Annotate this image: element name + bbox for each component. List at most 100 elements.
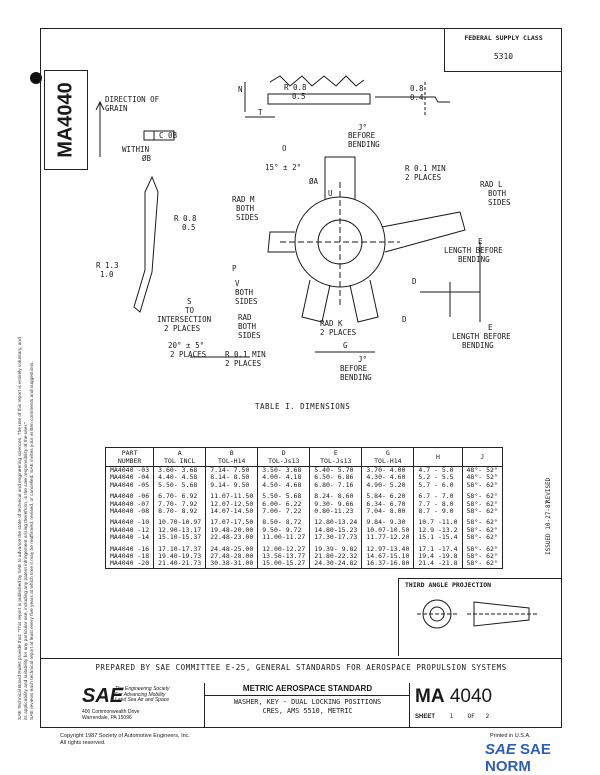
table-cell: 4.90- 5.20: [361, 481, 415, 490]
table-group-gap: [104, 541, 503, 546]
table-cell: 21.40-21.73: [153, 560, 207, 569]
label-r01-bottom-1: R 0.1 MIN: [225, 350, 266, 359]
sae-tagline-3: Land Sea Air and Space: [115, 697, 170, 703]
sae-tagline-2: For Advancing Mobility: [115, 691, 166, 698]
grain-arrow-head: [95, 100, 105, 111]
label-s-1: S: [187, 297, 192, 306]
sae-logo-block: [80, 683, 205, 728]
table-cell: 11.00-11.27: [257, 533, 311, 542]
table-cell: MA4040 -14: [104, 533, 155, 542]
label-o: O: [282, 144, 287, 153]
side-document-number: MA4040: [44, 70, 88, 170]
header-d: D TOL-Js13: [257, 447, 311, 467]
table-cell: 16.37-16.80: [361, 560, 415, 569]
label-e2-2: LENGTH BEFORE: [452, 332, 511, 341]
dimensions-table: PART NUMBER A TOL INCL B TOL-H14 D TOL-J…: [104, 447, 503, 569]
table-cell: 58°- 62°: [461, 500, 503, 509]
label-p: P: [232, 264, 237, 273]
label-s-3: INTERSECTION: [157, 315, 211, 324]
label-rad-m-3: SIDES: [236, 213, 259, 222]
table-cell: 58°- 62°: [461, 560, 503, 569]
table-cell: MA4040 -12: [104, 526, 155, 535]
standard-block: [205, 683, 410, 728]
table-cell: 48°- 52°: [461, 466, 503, 475]
table-cell: MA4040 -07: [104, 500, 155, 509]
table-cell: 7.00- 7.22: [257, 507, 311, 516]
top-view-wave: [269, 75, 365, 87]
feature-control-frame: [143, 130, 175, 141]
label-r08-left-1: R 0.8: [174, 214, 197, 223]
header-b: B TOL-H14: [205, 447, 259, 467]
copyright-line-2: All rights reserved.: [60, 740, 106, 746]
sae-address-1: 400 Commonwealth Drive: [82, 709, 140, 715]
table-cell: 17.30-17.73: [309, 533, 363, 542]
table-cell: 58°- 62°: [461, 507, 503, 516]
label-20deg-2: 2 PLACES: [170, 350, 207, 359]
label-t08-2: 0.4: [410, 93, 424, 102]
label-t08-1: 0.8: [410, 84, 424, 93]
table-cell: 8.70- 8.92: [153, 507, 207, 516]
label-rad-m-2: BOTH: [236, 204, 255, 213]
label-rad-l-3: SIDES: [488, 198, 511, 207]
table-cell: MA4040 -08: [104, 507, 155, 516]
sheet-info: SHEET 1 OF 2: [415, 713, 489, 720]
label-within-1: WITHIN: [122, 145, 149, 154]
sheet-number: 1: [449, 713, 454, 720]
third-angle-label: THIRD ANGLE PROJECTION: [405, 581, 492, 589]
table-cell: 8.7 - 9.0: [413, 507, 463, 516]
table-cell: 6.80- 7.16: [309, 481, 363, 490]
label-e2-1: E: [488, 323, 493, 332]
page-frame: [40, 28, 562, 728]
table-cell: MA4040 -04: [104, 473, 155, 482]
label-d-lower: D: [402, 315, 407, 324]
label-r01-top-1: R 0.1 MIN: [405, 164, 446, 173]
label-before-bending-top-1: BEFORE: [348, 131, 376, 140]
label-rad-m-1: RAD M: [232, 195, 255, 204]
label-within-2: ØB: [142, 154, 152, 163]
table-cell: MA4040 -10: [104, 519, 155, 527]
left-section-view: [133, 175, 159, 313]
header-part-number: PART NUMBER: [104, 447, 155, 467]
label-15deg: 15° ± 2°: [265, 163, 301, 172]
table-cell: 58°- 62°: [461, 533, 503, 542]
sheet-label: SHEET: [415, 714, 436, 720]
table-cell: 21.4 -21.8: [413, 560, 463, 569]
table-cell: 0.80-11.23: [309, 507, 363, 516]
sae-logo: SAE: [82, 685, 124, 707]
label-before-bending-bottom-2: BENDING: [340, 373, 372, 382]
sheet-total: 2: [485, 713, 490, 720]
table-cell: 58°- 62°: [461, 492, 503, 501]
sheet-of: OF: [467, 713, 475, 720]
sae-tagline: The Engineering Society For Advancing Mo…: [115, 686, 170, 704]
label-e1-1: E: [478, 237, 483, 246]
committee-line: PREPARED BY SAE COMMITTEE E-25, GENERAL …: [40, 658, 562, 672]
label-t: T: [258, 108, 263, 117]
third-angle-symbol: [417, 599, 537, 629]
table-cell: 30.38-31.00: [205, 560, 259, 569]
table-cell: MA4040 -18: [104, 552, 155, 561]
label-v-2: BOTH: [235, 288, 254, 297]
table-cell: MA4040 -16: [104, 545, 155, 554]
table-cell: 7.04- 8.00: [361, 507, 415, 516]
table-cell: MA4040 -05: [104, 481, 155, 490]
table-cell: 58°- 62°: [461, 481, 503, 490]
top-view-body: [267, 93, 371, 105]
label-j-top: J°: [358, 123, 367, 132]
label-direction-of-grain-1: DIRECTION OF: [105, 95, 160, 104]
label-r08-top-1: R 0.8: [284, 83, 307, 92]
table-header-row: PART NUMBER A TOL INCL B TOL-H14 D TOL-J…: [104, 447, 503, 467]
label-e1-2: LENGTH BEFORE: [444, 246, 503, 255]
table-group-gap: [104, 515, 503, 520]
label-s-4: 2 PLACES: [164, 324, 201, 333]
federal-supply-class-box: FEDERAL SUPPLY CLASS 5310: [444, 28, 562, 72]
right-tab: [381, 211, 466, 253]
label-v-1: V: [235, 279, 240, 288]
table-cell: 15.10-15.37: [153, 533, 207, 542]
label-r08-top-2: 0.5: [292, 92, 306, 101]
